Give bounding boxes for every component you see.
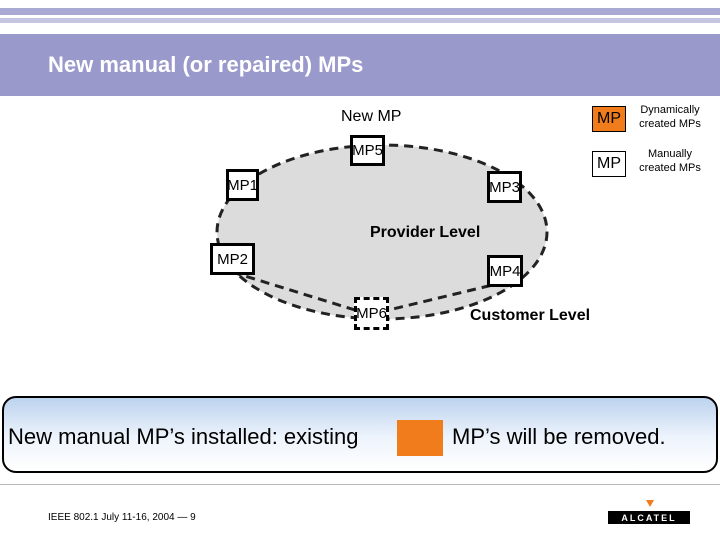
mp3-box: MP3 — [487, 171, 522, 203]
provider-level-label: Provider Level — [370, 224, 481, 241]
top-stripe-1 — [0, 8, 720, 15]
dynamic-mp-swatch — [397, 420, 443, 456]
footer-divider — [0, 484, 720, 485]
legend-dynamic-text: Dynamically created MPs — [639, 104, 701, 130]
mp2-box: MP2 — [210, 243, 255, 275]
mp6-box: MP6 — [354, 297, 389, 330]
legend-manual-mp-box: MP — [592, 151, 626, 177]
connector-mp4-mp6 — [371, 280, 506, 316]
title-band — [0, 34, 720, 96]
legend-dynamic-mp-box: MP — [592, 106, 626, 132]
customer-level-label: Customer Level — [470, 307, 591, 324]
mp4-box: MP4 — [487, 255, 523, 287]
connector-mp2-mp6 — [231, 270, 369, 316]
callout-box — [2, 396, 718, 473]
callout-text-before: New manual MP’s installed: existing — [8, 424, 359, 449]
mp5-box: MP5 — [350, 135, 385, 166]
mp1-box: MP1 — [226, 169, 259, 201]
alcatel-logo-mark — [646, 500, 654, 507]
footer-text: IEEE 802.1 July 11-16, 2004 — 9 — [48, 512, 196, 523]
slide-title: New manual (or repaired) MPs — [48, 52, 364, 77]
alcatel-logo: ALCATEL — [608, 511, 690, 524]
legend-manual-text: Manually created MPs — [639, 148, 701, 174]
callout-text-after: MP’s will be removed. — [452, 424, 666, 449]
new-mp-label: New MP — [341, 108, 402, 125]
top-stripe-2 — [0, 18, 720, 23]
